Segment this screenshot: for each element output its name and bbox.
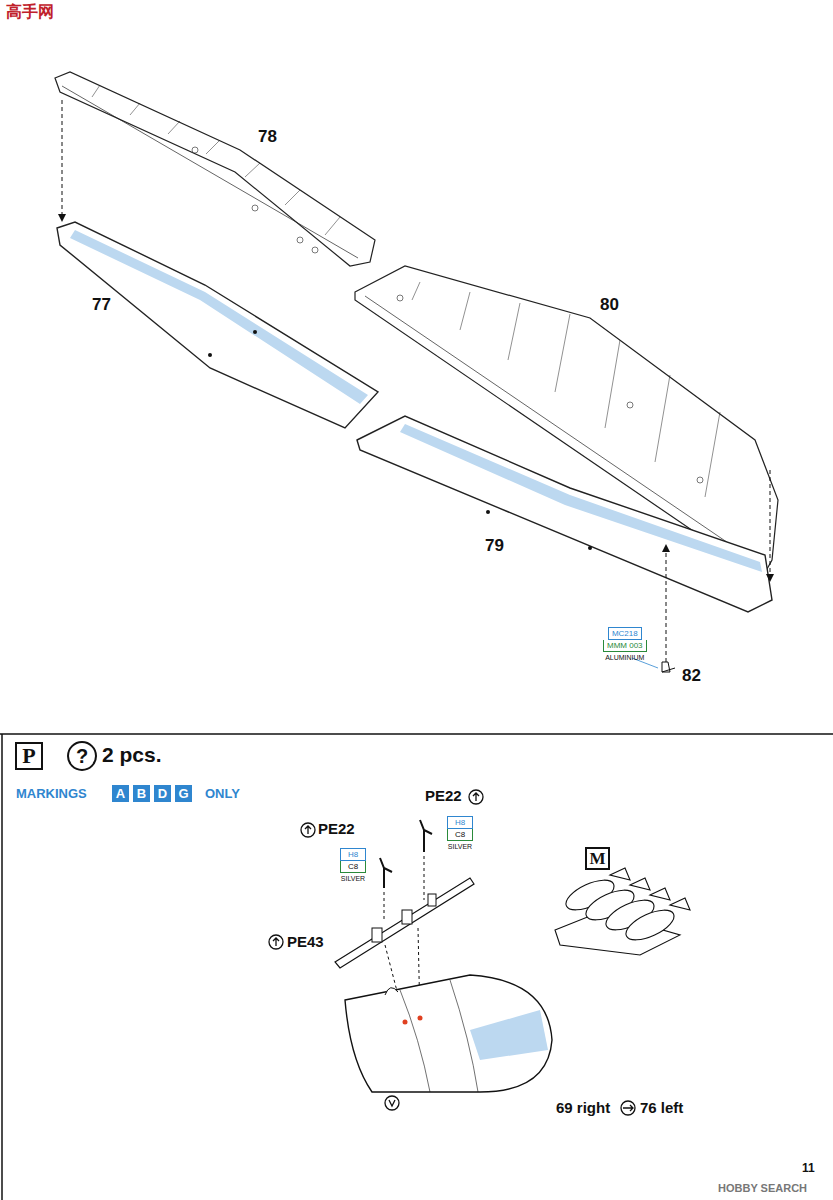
paint-chip: MC218MMM 003ALUMINIUM	[603, 627, 647, 661]
paint-chip: H8C8SILVER	[447, 816, 473, 850]
box-letter: G	[178, 787, 188, 800]
marking-box: A	[112, 785, 129, 802]
marking-box: G	[175, 785, 192, 802]
page-number: 11	[802, 1162, 815, 1174]
part-number: 79	[485, 537, 504, 554]
part-number: 80	[600, 296, 619, 313]
step-reference: 69 right	[556, 1100, 610, 1115]
part-number: PE22	[318, 821, 355, 836]
step-reference: 76 left	[640, 1100, 683, 1115]
part-number: PE22	[425, 788, 462, 803]
paint-code: MC218	[608, 627, 642, 640]
marking-box: D	[154, 785, 171, 802]
marking-box: B	[133, 785, 150, 802]
unknown-symbol: ?	[76, 746, 88, 766]
markings-note: ONLY	[205, 787, 240, 800]
part-number: 82	[682, 667, 701, 684]
paint-code: C8	[447, 829, 473, 841]
paint-chip: H8C8SILVER	[340, 848, 366, 882]
paint-code: H8	[340, 848, 366, 861]
paint-name: SILVER	[341, 875, 365, 882]
watermark: HOBBY SEARCH	[718, 1183, 807, 1194]
part-number: PE43	[287, 934, 324, 949]
paint-name: SILVER	[448, 843, 472, 850]
box-letter: M	[589, 850, 605, 867]
quantity-note: 2 pcs.	[102, 744, 162, 765]
paint-code: H8	[447, 816, 473, 829]
part-number: 78	[258, 128, 277, 145]
paint-code: C8	[340, 861, 366, 873]
box-letter: B	[137, 787, 146, 800]
box-letter: D	[158, 787, 167, 800]
section-letter-box: M	[585, 847, 610, 870]
watermark: 高手网	[6, 4, 54, 20]
paint-name: ALUMINIUM	[605, 654, 644, 661]
section-letter-box: P	[15, 742, 43, 770]
box-letter: P	[22, 745, 35, 767]
paint-code: MMM 003	[603, 640, 647, 652]
markings-note: MARKINGS	[16, 787, 87, 800]
part-number: 77	[92, 296, 111, 313]
box-letter: A	[116, 787, 125, 800]
